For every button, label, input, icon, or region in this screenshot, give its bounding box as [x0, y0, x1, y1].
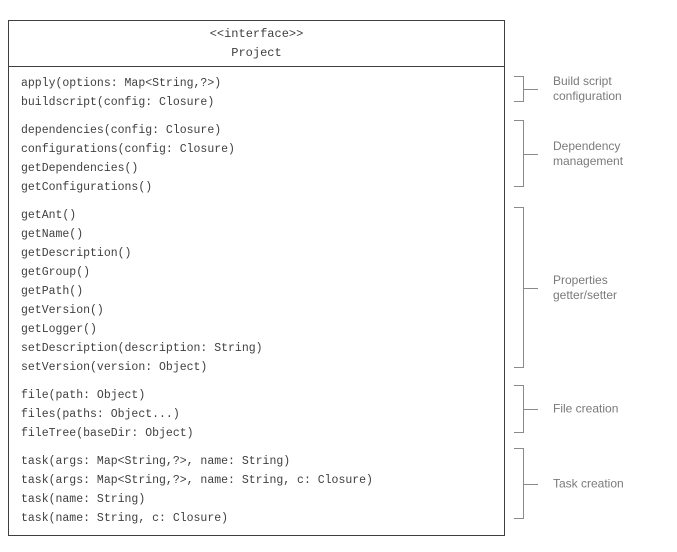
method-task-name: task(name: String)	[21, 493, 146, 506]
annotation-task-creation: Task creation	[514, 448, 674, 519]
bracket-tick	[524, 483, 538, 485]
stereotype-label: <<interface>>	[209, 27, 304, 41]
group-bracket	[514, 76, 524, 102]
annotation-file-creation: File creation	[514, 385, 674, 433]
method-filetree: fileTree(baseDir: Object)	[21, 427, 194, 440]
method-getpath: getPath()	[21, 285, 84, 298]
annotation-label: Properties getter/setter	[553, 272, 618, 302]
annotation-label: Build script configuration	[553, 74, 622, 103]
methods-compartment: apply(options: Map<String,?>) buildscrip…	[9, 67, 504, 535]
annotation-properties-getter-setter: Properties getter/setter	[514, 207, 674, 368]
method-getdependencies: getDependencies()	[21, 162, 139, 175]
section-dependency-management: dependencies(config: Closure) configurat…	[21, 121, 492, 197]
annotation-label: Task creation	[553, 476, 624, 490]
annotation-build-script-configuration: Build script configuration	[514, 74, 674, 103]
method-setdescription: setDescription(description: String)	[21, 342, 263, 355]
section-file-creation: file(path: Object) files(paths: Object..…	[21, 386, 492, 443]
method-getant: getAnt()	[21, 209, 77, 222]
bracket-tick	[524, 89, 538, 90]
group-bracket	[514, 207, 524, 368]
class-name: Project	[231, 46, 282, 60]
method-setversion: setVersion(version: Object)	[21, 361, 208, 374]
bracket-tick	[524, 153, 538, 155]
bracket-tick	[524, 287, 538, 289]
method-getgroup: getGroup()	[21, 266, 91, 279]
method-task-name-closure: task(name: String, c: Closure)	[21, 512, 229, 525]
method-getname: getName()	[21, 228, 84, 241]
method-configurations: configurations(config: Closure)	[21, 143, 235, 156]
group-bracket	[514, 448, 524, 519]
group-bracket	[514, 120, 524, 187]
method-task-args-name: task(args: Map<String,?>, name: String)	[21, 455, 291, 468]
section-build-script-configuration: apply(options: Map<String,?>) buildscrip…	[21, 74, 492, 112]
annotation-label: File creation	[553, 401, 619, 416]
method-getdescription: getDescription()	[21, 247, 132, 260]
method-getconfigurations: getConfigurations()	[21, 181, 153, 194]
group-bracket	[514, 385, 524, 433]
method-getversion: getVersion()	[21, 304, 104, 317]
method-apply: apply(options: Map<String,?>)	[21, 77, 222, 90]
class-header: <<interface>> Project	[9, 21, 504, 67]
method-task-args-name-closure: task(args: Map<String,?>, name: String, …	[21, 474, 373, 487]
annotation-label: Dependency management	[553, 138, 624, 168]
section-task-creation: task(args: Map<String,?>, name: String) …	[21, 452, 492, 528]
method-file: file(path: Object)	[21, 389, 146, 402]
bracket-tick	[524, 409, 538, 410]
section-properties-getter-setter: getAnt() getName() getDescription() getG…	[21, 206, 492, 377]
method-dependencies: dependencies(config: Closure)	[21, 124, 222, 137]
method-getlogger: getLogger()	[21, 323, 97, 336]
method-files: files(paths: Object...)	[21, 408, 180, 421]
method-buildscript: buildscript(config: Closure)	[21, 96, 215, 109]
interface-project-box: <<interface>> Project apply(options: Map…	[8, 20, 505, 536]
annotation-dependency-management: Dependency management	[514, 120, 674, 187]
